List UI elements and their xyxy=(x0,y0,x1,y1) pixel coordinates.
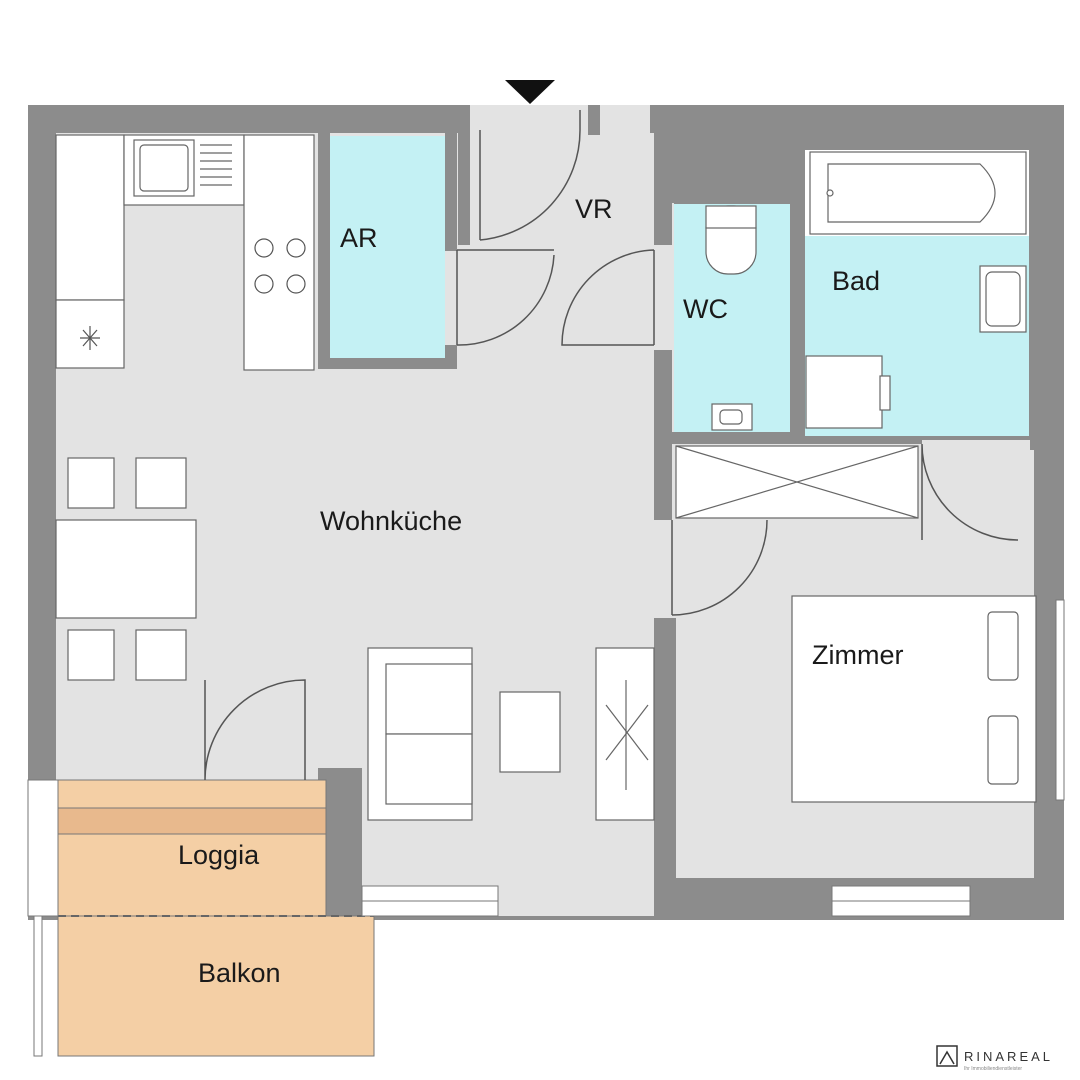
rinareal-logo-icon xyxy=(936,1045,958,1067)
coffee-table xyxy=(499,691,561,773)
label-balkon: Balkon xyxy=(198,958,281,988)
label-zimmer: Zimmer xyxy=(812,640,903,670)
rinareal-logo: RINAREAL Ihr Immobiliendienstleister xyxy=(936,1045,1053,1072)
doors xyxy=(204,110,1019,781)
living-furniture xyxy=(367,647,655,821)
ar-room xyxy=(330,136,445,358)
bath-fixtures xyxy=(705,151,1027,431)
washer xyxy=(805,355,883,429)
label-vr: VR xyxy=(575,194,613,224)
entrance-arrow-icon xyxy=(505,80,555,104)
tv-unit xyxy=(595,647,655,821)
fan-icon xyxy=(80,326,100,350)
windows xyxy=(27,599,1065,917)
logo-tagline: Ihr Immobiliendienstleister xyxy=(964,1066,1022,1072)
dining-set xyxy=(55,457,197,681)
sink xyxy=(139,144,189,192)
bathtub xyxy=(809,151,1027,235)
label-loggia: Loggia xyxy=(178,840,260,870)
balkon-area xyxy=(57,915,375,1057)
bed xyxy=(791,595,1037,803)
wardrobe xyxy=(675,445,919,519)
outdoor-areas xyxy=(33,779,375,1057)
logo-name: RINAREAL xyxy=(964,1049,1053,1064)
balkon-railing xyxy=(33,915,43,1057)
wet-rooms xyxy=(330,136,1029,436)
label-wohnkueche: Wohnküche xyxy=(320,506,462,536)
label-ar: AR xyxy=(340,223,378,253)
label-wc: WC xyxy=(683,294,728,324)
label-bad: Bad xyxy=(832,266,880,296)
loggia-area xyxy=(57,779,327,917)
stove-burners xyxy=(254,238,306,294)
loggia-railing xyxy=(57,807,327,835)
